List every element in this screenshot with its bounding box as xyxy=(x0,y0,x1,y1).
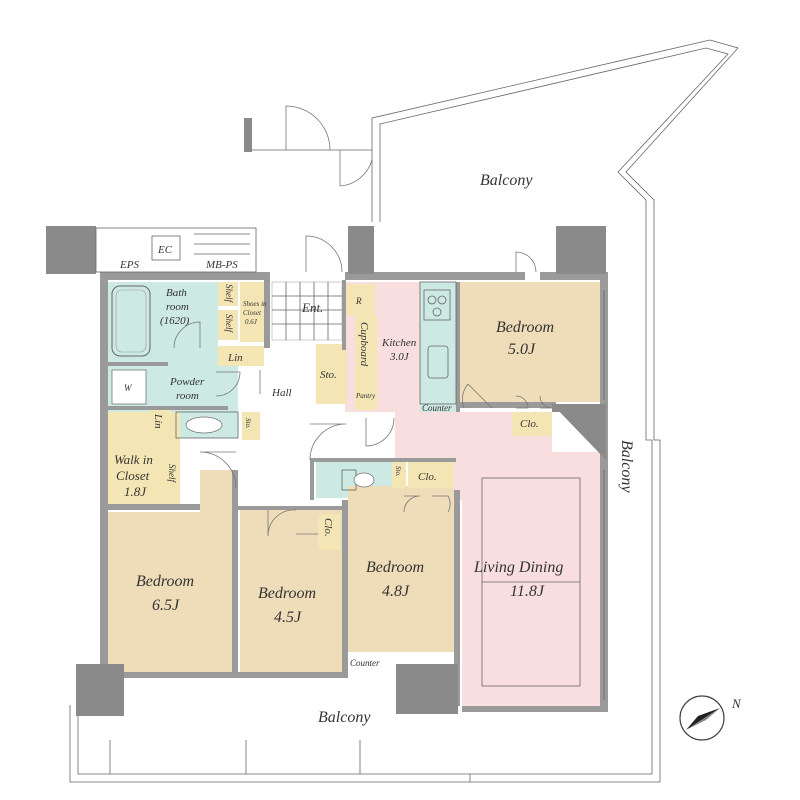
counter-bed-label: Counter xyxy=(350,658,380,668)
mbps-label: MB-PS xyxy=(205,259,238,271)
service-door xyxy=(244,105,373,187)
sto-label-hall: Sto. xyxy=(320,369,337,381)
shoes-label-1: Shoes in xyxy=(243,300,267,308)
bedroom-ne-label-1: Bedroom xyxy=(496,319,554,336)
closet-45-label: Clo. xyxy=(322,518,334,537)
closet-4-8 xyxy=(408,462,454,488)
counter-kitchen-label: Counter xyxy=(422,403,452,413)
washer-space xyxy=(111,369,147,405)
compass-n-label: N xyxy=(731,696,742,711)
closet-ne-label: Clo. xyxy=(520,418,539,430)
powder-storage xyxy=(242,412,260,440)
bedroom-6-5 xyxy=(108,470,232,672)
ec-label: EC xyxy=(157,244,173,256)
shelf-label-a: Shelf xyxy=(224,284,234,303)
kitchen-counter xyxy=(420,282,458,412)
hall-label: Hall xyxy=(271,387,292,399)
refrigerator-space xyxy=(345,284,375,316)
living-label-1: Living Dining xyxy=(473,559,563,576)
door-arcs xyxy=(173,235,553,537)
bedroom-45-label-2: 4.5J xyxy=(274,609,302,626)
bath-label-3: (1620) xyxy=(160,315,190,327)
living-dining-area xyxy=(345,282,600,706)
bath-label-2: room xyxy=(166,301,189,313)
eps-label: EPS xyxy=(119,259,139,271)
bedroom-45-label-1: Bedroom xyxy=(258,585,316,602)
walkin-label-3: 1.8J xyxy=(124,484,147,499)
bedroom-48-label-1: Bedroom xyxy=(366,559,424,576)
walk-in-closet xyxy=(108,412,180,504)
kitchen-fixtures xyxy=(419,281,457,405)
storage-wc xyxy=(392,462,406,488)
bedroom-65-label-2: 6.5J xyxy=(152,597,180,614)
cupboard xyxy=(355,316,377,382)
bath-shelf-1 xyxy=(218,282,238,306)
shoes-label-2: Closet xyxy=(243,309,262,317)
entrance-tiles xyxy=(271,281,343,341)
shoe-closet xyxy=(240,282,264,342)
vanity-sink xyxy=(175,411,239,439)
living-label-2: 11.8J xyxy=(510,583,545,600)
balcony-bottom-label: Balcony xyxy=(318,709,371,726)
powder-label-1: Powder xyxy=(169,376,205,388)
powder-label-2: room xyxy=(176,390,199,402)
pantry xyxy=(355,382,377,410)
walkin-shelf-label: Shelf xyxy=(167,464,177,483)
balcony-right-label: Balcony xyxy=(618,440,635,493)
living-dashed xyxy=(481,477,581,687)
sto-label-small: Sto. xyxy=(244,418,252,429)
bath-shelf-2 xyxy=(218,310,238,340)
linen-a xyxy=(218,346,264,366)
bedroom-ne-label-2: 5.0J xyxy=(508,341,536,358)
bedroom-48-label-2: 4.8J xyxy=(382,583,410,600)
pantry-label: Pantry xyxy=(355,392,376,400)
hall-storage xyxy=(316,344,346,404)
bathtub xyxy=(111,285,151,357)
closet-mid-label: Clo. xyxy=(418,471,437,483)
compass-icon: N xyxy=(679,695,742,741)
lin-label-b: Lin xyxy=(152,413,164,429)
closet-4-5 xyxy=(318,514,340,550)
cupboard-label: Cupboard xyxy=(358,322,370,367)
toilet xyxy=(341,469,375,491)
sto-label-wc: Sto. xyxy=(394,466,402,477)
bedroom-4-8 xyxy=(348,486,454,652)
shafts xyxy=(95,227,257,273)
refrigerator-label: R xyxy=(355,296,362,306)
w-label: W xyxy=(124,383,133,393)
walkin-label-1: Walk in xyxy=(114,452,153,467)
shelf-label-b: Shelf xyxy=(224,314,234,333)
kitchen-label-2: 3.0J xyxy=(389,351,410,363)
columns xyxy=(46,226,606,716)
bedroom-ne xyxy=(460,282,600,402)
walkin-label-2: Closet xyxy=(116,468,150,483)
balcony-top-label: Balcony xyxy=(480,172,533,189)
bedroom-65-label-1: Bedroom xyxy=(136,573,194,590)
shoes-label-3: 0.6J xyxy=(245,318,258,326)
balcony-outline xyxy=(69,39,739,783)
ent-label: Ent. xyxy=(301,300,323,315)
closet-ne xyxy=(512,412,552,436)
bath-label-1: Bath xyxy=(166,287,187,299)
lin-label-a: Lin xyxy=(227,352,243,364)
kitchen-label-1: Kitchen xyxy=(381,337,417,349)
